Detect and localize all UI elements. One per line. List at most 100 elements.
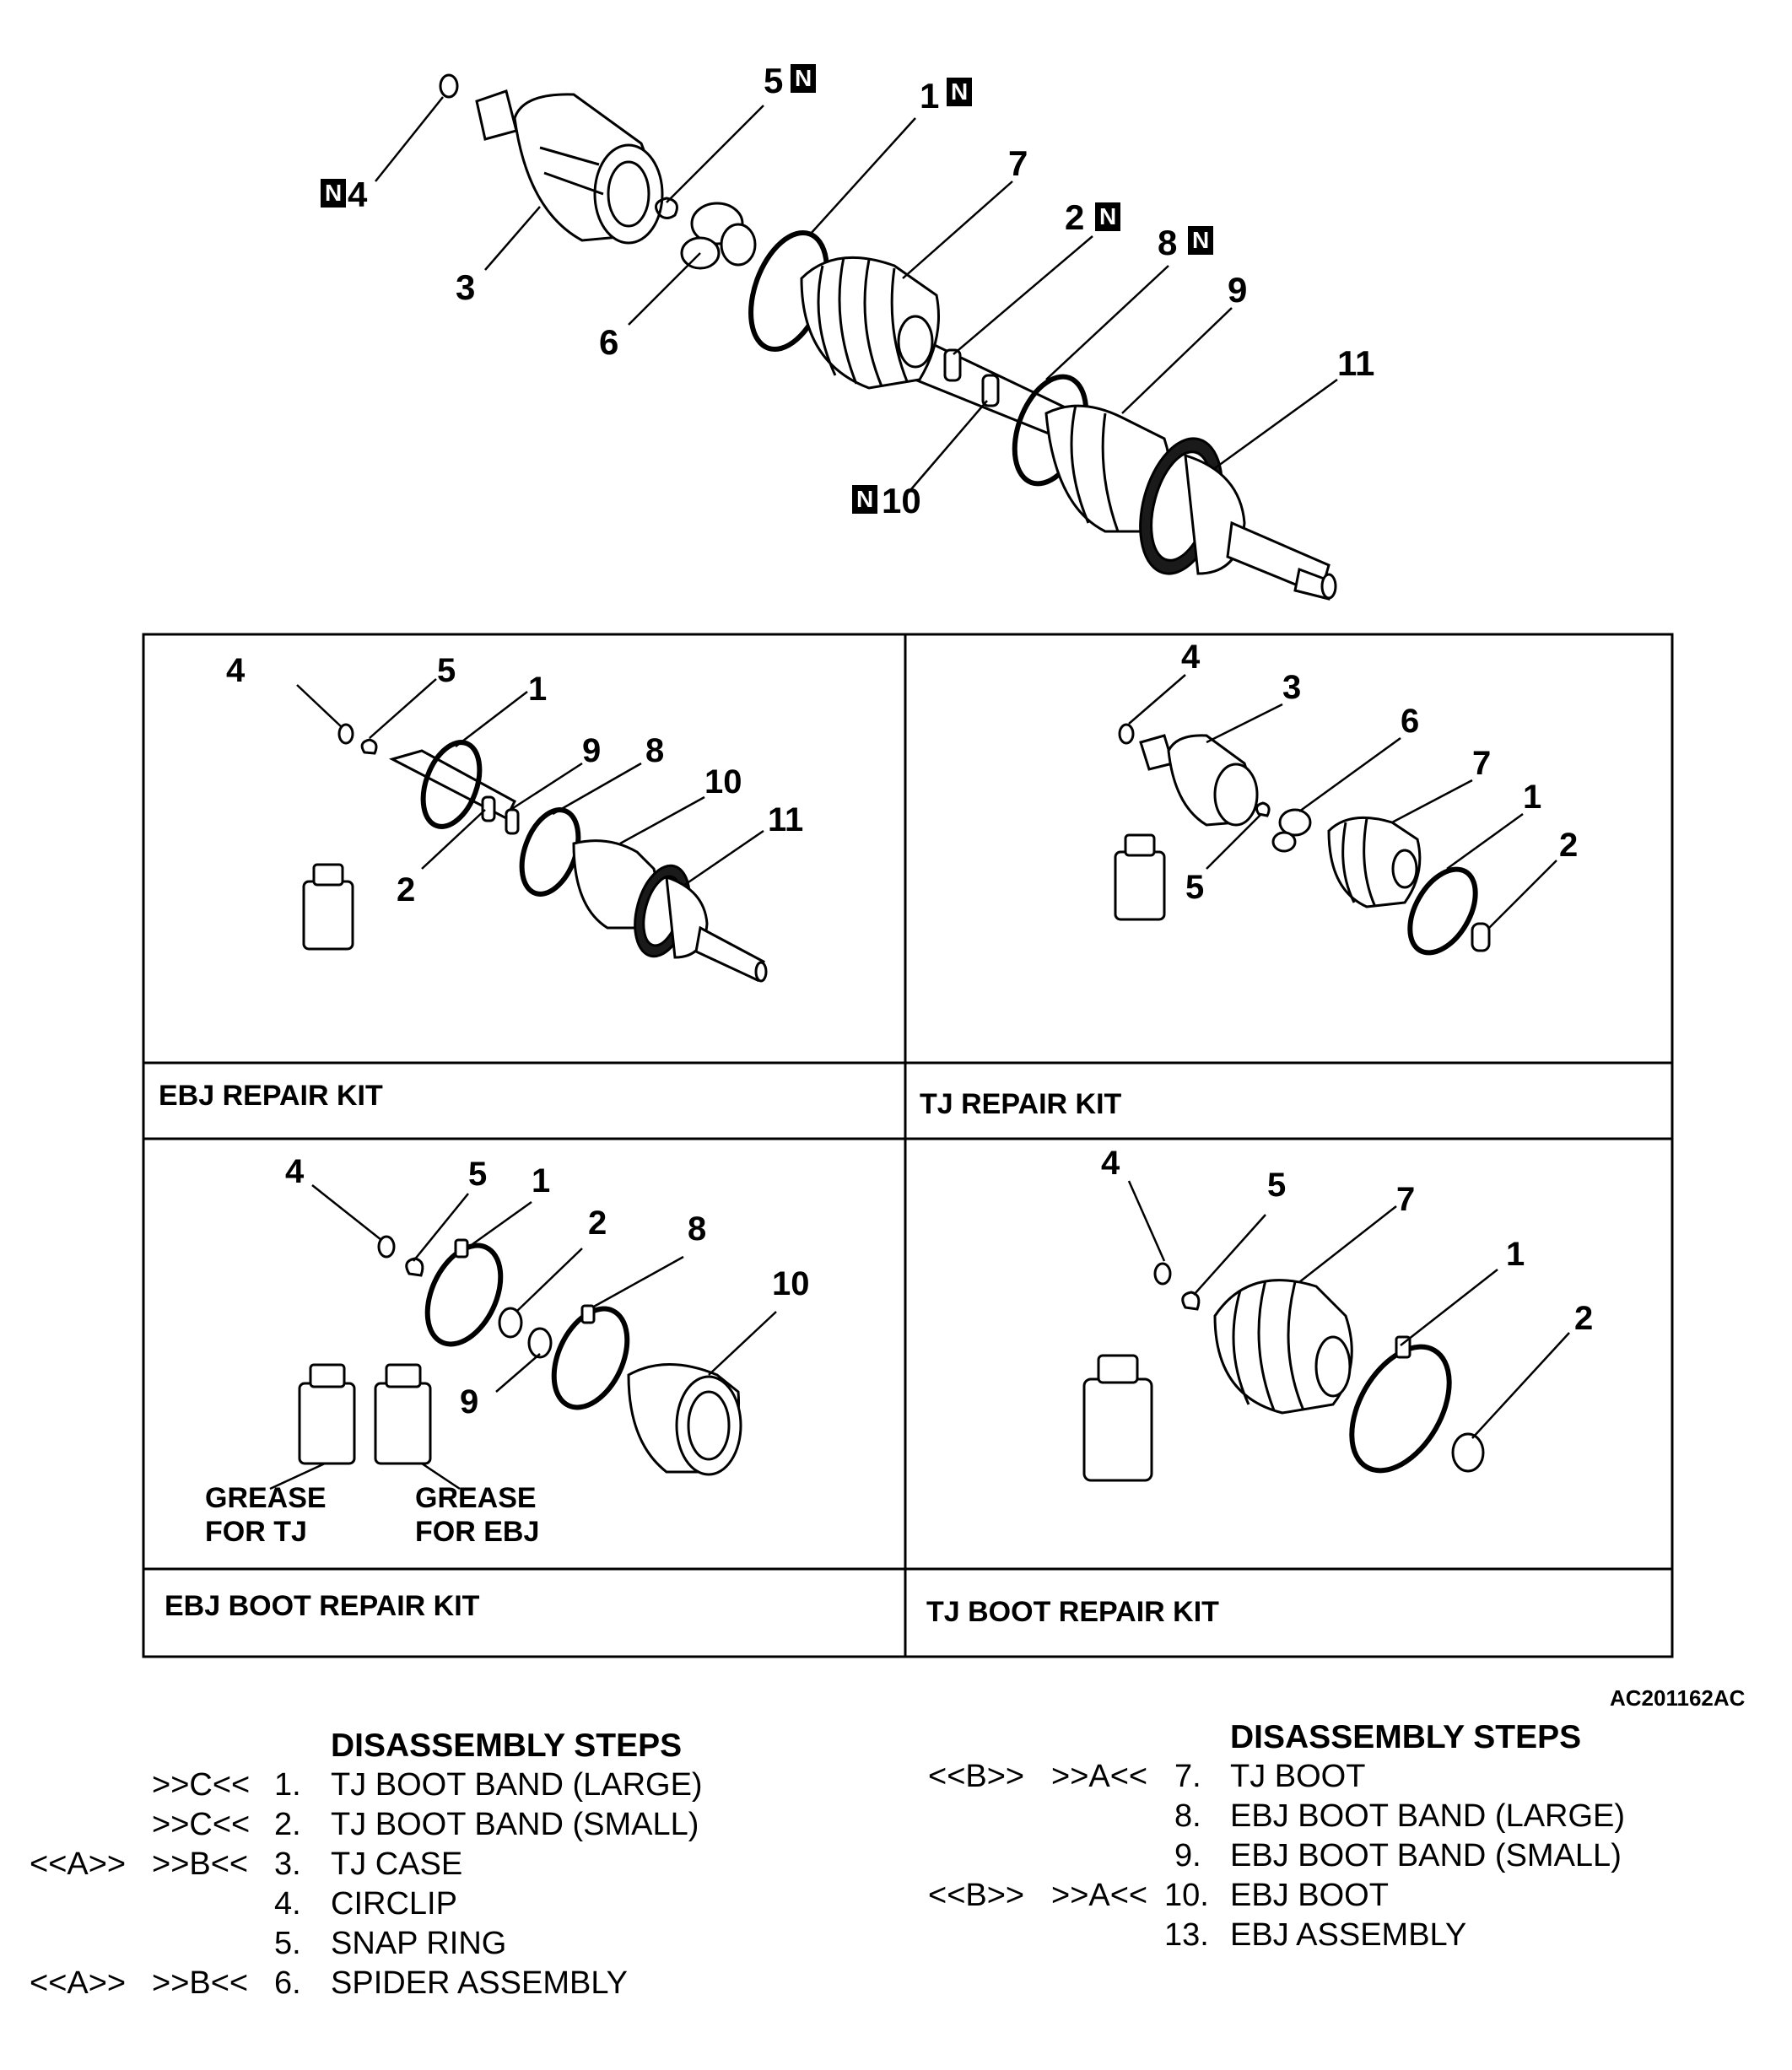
label-2: 2: [1065, 197, 1084, 237]
step-tag-2: >>C<<: [152, 1807, 251, 1842]
ebj-kit-label-5: 5: [437, 652, 456, 689]
spider-assembly: [680, 202, 757, 270]
svg-text:N: N: [1192, 227, 1209, 253]
step-number: 8.: [1174, 1798, 1201, 1834]
ebj-kit-label-1: 1: [528, 671, 547, 708]
step-tag-2: >>A<<: [1051, 1759, 1148, 1794]
tj-case: [475, 89, 664, 245]
grease-for-tj-label: GREASE: [205, 1482, 327, 1514]
tj-repair-kit-title: TJ REPAIR KIT: [920, 1088, 1122, 1120]
tj-kit-label-2: 2: [1559, 827, 1578, 864]
step-tag-2: >>B<<: [152, 1846, 249, 1882]
step-number: 4.: [274, 1886, 301, 1922]
ebj-boot-band-small: [981, 374, 1000, 407]
ebj-kit-label-8: 8: [645, 732, 664, 769]
label-7: 7: [1008, 143, 1028, 183]
label-8: 8: [1158, 223, 1177, 262]
step-text: EBJ BOOT: [1230, 1878, 1389, 1913]
ebj-kit-label-9: 9: [582, 732, 601, 769]
step-number: 2.: [274, 1807, 301, 1842]
ebj-assembly: [1139, 437, 1337, 601]
tj-kit-label-7: 7: [1472, 745, 1491, 782]
ebj-boot-kit-label-4: 4: [285, 1153, 305, 1190]
ebj-kit-label-2: 2: [397, 871, 415, 908]
grease-bottle: [302, 863, 354, 951]
diagram-code: AC201162AC: [1610, 1685, 1746, 1711]
step-number: 6.: [274, 1965, 301, 2001]
label-10: 9: [1228, 270, 1247, 310]
ebj-boot-kit-label-10: 10: [772, 1265, 810, 1302]
grease-bottle-ebj: [374, 1363, 432, 1465]
step-text: EBJ BOOT BAND (SMALL): [1230, 1838, 1622, 1873]
tj-kit-label-1: 1: [1523, 779, 1541, 816]
ebj-kit-label-10: 10: [704, 763, 742, 801]
ebj-boot-repair-kit-title: EBJ BOOT REPAIR KIT: [165, 1590, 480, 1622]
grease-bottle-tj: [298, 1363, 356, 1465]
grease-bottle: [1082, 1354, 1153, 1482]
step-number: 3.: [274, 1846, 301, 1882]
tj-boot-band-small: [943, 348, 962, 382]
step-text: EBJ ASSEMBLY: [1230, 1917, 1467, 1953]
disassembly-steps-title-left: DISASSEMBLY STEPS: [331, 1728, 683, 1764]
disassembly-steps-title-right: DISASSEMBLY STEPS: [1230, 1719, 1582, 1755]
tj-boot: [800, 256, 940, 390]
ebj-boot-kit-label-8: 8: [688, 1210, 706, 1248]
step-tag-1: <<A>>: [30, 1965, 127, 2001]
tj-boot-repair-kit-panel: 4 5 7 1 2 TJ BOOT REPAIR KIT: [926, 1145, 1593, 1628]
kit-panel-grid: [142, 633, 1674, 1658]
label-3: 3: [456, 267, 475, 307]
step-number: 13.: [1164, 1917, 1209, 1953]
ebj-boot-kit-label-5: 5: [468, 1156, 487, 1193]
svg-text:N: N: [1099, 203, 1116, 229]
tj-boot-kit-label-1: 1: [1506, 1236, 1525, 1273]
main-leader-lines: [375, 96, 1338, 490]
step-tag-2: >>B<<: [152, 1965, 249, 2001]
circlip: [439, 73, 459, 99]
ebj-boot-repair-kit-panel: 4 5 1 2 8 10 9 GREASE FOR TJ GREASE FOR …: [165, 1153, 810, 1622]
tj-boot-kit-label-2: 2: [1574, 1300, 1593, 1337]
grease-for-ebj-label-2: FOR EBJ: [415, 1516, 539, 1548]
label-5: 5: [764, 61, 783, 100]
tj-boot-kit-label-4: 4: [1101, 1145, 1120, 1182]
ebj-kit-label-4: 4: [226, 652, 246, 689]
step-number: 1.: [274, 1767, 301, 1803]
snap-ring: [655, 197, 678, 219]
grease-for-tj-label-2: FOR TJ: [205, 1516, 307, 1548]
main-part-labels: N 4 3 5 N 6 1 N 7 2 N 8 N 9 11 N 10: [321, 61, 1374, 520]
ebj-boot-kit-label-1: 1: [532, 1162, 550, 1199]
tj-kit-label-3: 3: [1282, 669, 1301, 706]
label-1: 1: [920, 76, 939, 116]
step-number: 9.: [1174, 1838, 1201, 1873]
step-tag-1: <<B>>: [928, 1878, 1025, 1913]
svg-text:N: N: [325, 180, 342, 206]
tj-kit-label-6: 6: [1401, 703, 1419, 740]
step-number: 10.: [1164, 1878, 1209, 1913]
step-text: EBJ BOOT BAND (LARGE): [1230, 1798, 1626, 1834]
ebj-boot-kit-label-9: 9: [460, 1383, 478, 1420]
step-tag-1: <<A>>: [30, 1846, 127, 1882]
step-text: CIRCLIP: [331, 1886, 457, 1922]
svg-text:N: N: [856, 486, 873, 512]
ebj-repair-kit-panel: 4 5 1 9 8 10 11 2 EBJ REPAIR KIT: [159, 652, 803, 1112]
label-9: 10: [882, 481, 921, 520]
tj-boot-kit-label-7: 7: [1396, 1181, 1415, 1218]
tj-boot-kit-label-5: 5: [1267, 1167, 1286, 1204]
ebj-kit-label-11: 11: [768, 801, 803, 838]
label-4: 4: [348, 175, 368, 214]
step-text: SNAP RING: [331, 1926, 507, 1961]
ebj-repair-kit-title: EBJ REPAIR KIT: [159, 1080, 383, 1112]
grease-bottle: [1114, 833, 1166, 921]
step-text: TJ BOOT: [1230, 1759, 1366, 1794]
tj-kit-label-4: 4: [1181, 639, 1201, 676]
step-text: SPIDER ASSEMBLY: [331, 1965, 628, 2001]
label-6: 6: [599, 322, 618, 362]
step-number: 7.: [1174, 1759, 1201, 1794]
step-tag-2: >>C<<: [152, 1767, 251, 1803]
main-exploded-view: N 4 3 5 N 6 1 N 7 2 N 8 N 9 11 N 10: [321, 61, 1374, 601]
tj-kit-label-5: 5: [1185, 869, 1204, 906]
ebj-boot-kit-label-2: 2: [588, 1205, 607, 1242]
svg-text:N: N: [951, 78, 968, 105]
grease-for-ebj-label: GREASE: [415, 1482, 537, 1514]
step-number: 5.: [274, 1926, 301, 1961]
